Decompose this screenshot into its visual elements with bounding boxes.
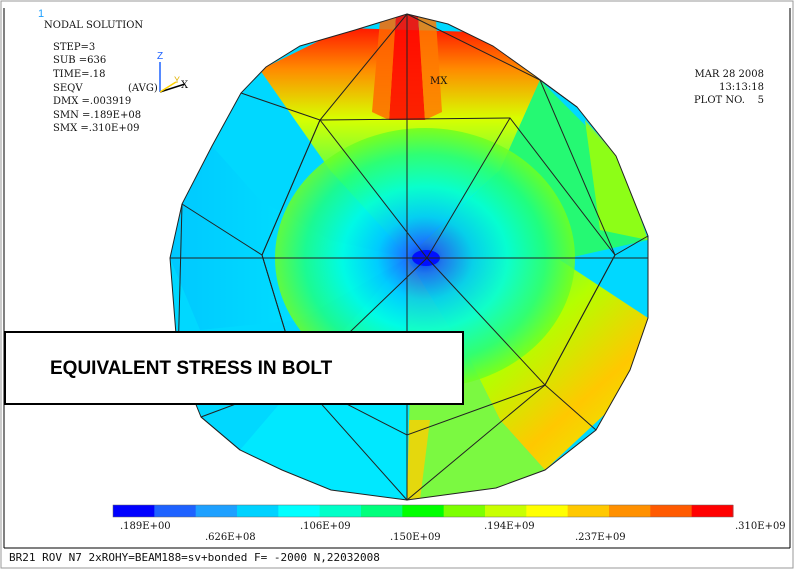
footer-text: BR21 ROV N7 2xROHY=BEAM188=sv+bonded F= …: [9, 551, 380, 564]
bolt-contour-plot: [170, 14, 648, 500]
annotation-box-text: EQUIVALENT STRESS IN BOLT: [50, 358, 333, 379]
legend-swatch: [526, 505, 569, 517]
legend-swatch: [361, 505, 403, 517]
legend-swatch: [237, 505, 279, 517]
legend-label: .237E+09: [575, 532, 626, 543]
annotation-box: EQUIVALENT STRESS IN BOLT: [4, 331, 464, 405]
header-line: DMX =.003919: [53, 96, 131, 107]
plot-number-text: PLOT NO. 5: [694, 95, 764, 106]
legend-swatch: [485, 505, 527, 517]
avg-label: (AVG): [128, 83, 158, 94]
legend-swatch: [278, 505, 321, 517]
legend-labels: .189E+00 .106E+09 .194E+09 .310E+09 .626…: [120, 521, 786, 543]
axis-x-label: X: [181, 80, 189, 91]
legend-label: .150E+09: [390, 532, 441, 543]
legend-swatch: [609, 505, 651, 517]
time-text: 13:13:18: [719, 82, 764, 93]
legend-swatch: [443, 505, 486, 517]
legend-label: .189E+00: [120, 521, 171, 532]
legend-swatch: [691, 505, 734, 517]
legend-label: .310E+09: [735, 521, 786, 532]
legend-label: .626E+08: [205, 532, 256, 543]
legend-swatch: [154, 505, 197, 517]
date-text: MAR 28 2008: [694, 69, 764, 80]
legend-swatch: [567, 505, 610, 517]
legend-swatch: [402, 505, 445, 517]
header-line: SMN =.189E+08: [53, 110, 141, 121]
legend-swatch: [195, 505, 238, 517]
header-line: TIME=.18: [53, 69, 105, 80]
header-title: NODAL SOLUTION: [44, 20, 143, 31]
header-line: STEP=3: [53, 42, 95, 53]
date-block: MAR 28 2008 13:13:18 PLOT NO. 5: [694, 69, 764, 106]
axis-triad: Z Y X: [157, 51, 189, 93]
axis-y-label: Y: [174, 75, 180, 85]
header-line: SUB =636: [53, 55, 106, 66]
legend-swatch: [319, 505, 362, 517]
mx-label: MX: [430, 76, 448, 87]
header-line: SMX =.310E+09: [53, 123, 139, 134]
viewport-number: 1: [38, 8, 44, 20]
header-line: SEQV: [53, 83, 83, 94]
legend-label: .194E+09: [484, 521, 535, 532]
legend-swatch: [113, 505, 155, 517]
header-block: NODAL SOLUTION STEP=3 SUB =636 TIME=.18 …: [44, 20, 158, 134]
legend-label: .106E+09: [300, 521, 351, 532]
axis-z-label: Z: [157, 51, 163, 62]
legend-swatch: [650, 505, 693, 517]
legend-bar-border: [112, 504, 734, 518]
legend-color-bar: [112, 504, 734, 518]
